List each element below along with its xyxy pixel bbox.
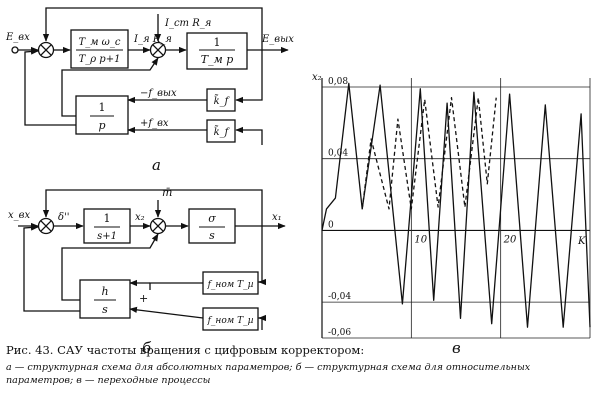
y-tick-label: -0,04	[328, 292, 351, 302]
panel-a-labels: E_вх E_вых T_м ω_c T_ρ p+1 I_я R_я I_ст …	[5, 18, 294, 174]
panel-a-diagram	[11, 7, 289, 145]
block-a2-den: T_м p	[201, 53, 234, 66]
x-tick-label: 20	[503, 234, 517, 245]
chart-ticks: 0,08 0,04 0 -0,04 -0,06 10 20	[328, 77, 517, 338]
summing-junction-b1	[37, 217, 55, 235]
y-tick-label: 0,04	[328, 149, 348, 159]
label-input-b: x_вх	[8, 210, 30, 221]
signal-f-out: −f_вых	[140, 88, 177, 99]
y-tick-label: 0	[328, 220, 334, 230]
block-a3-den: p	[98, 119, 105, 132]
transfer-block-a2	[186, 32, 248, 70]
block-b2-num: σ	[208, 212, 216, 225]
transfer-block-b3	[79, 279, 131, 319]
transfer-block-a3	[75, 95, 129, 135]
label-error-b: δ''	[58, 212, 70, 223]
caption-title: Рис. 43. САУ частоты вращения с цифровым…	[6, 343, 365, 357]
label-output-b: x₁	[272, 212, 282, 223]
block-a2-num: 1	[214, 36, 221, 49]
summing-junction-b2	[149, 217, 167, 235]
block-a1-den: T_ρ p+1	[79, 54, 121, 65]
gain-a2-label: k̃_f	[214, 125, 231, 138]
chart-x-axis-label: K	[577, 236, 586, 247]
panel-b-diagram	[18, 189, 286, 331]
caption-text: а — структурная схема для абсолютных пар…	[6, 362, 531, 386]
gain-b2-label: f_ном T_µ	[207, 316, 254, 326]
signal-mid-a: I_я R_я	[133, 34, 172, 45]
chart-y-axis-label: x₂	[312, 72, 322, 83]
panel-b-labels: x_вх δ'' 1 s+1 x₂ m̄ σ s x₁ h s f_ном T_…	[8, 186, 282, 357]
transient-chart: 0,08 0,04 0 -0,04 -0,06 10 20 x₂ K в	[312, 72, 591, 357]
block-b2-den: s	[209, 229, 215, 242]
block-a1-num: T_м ω_c	[79, 37, 121, 48]
block-a3-num: 1	[99, 101, 106, 114]
block-b3-den: s	[102, 303, 108, 316]
panel-a-letter: а	[152, 156, 161, 174]
series-dashed-line	[361, 97, 497, 210]
y-tick-label: -0,06	[328, 328, 351, 338]
gain-a1-label: k̃_f	[214, 94, 231, 107]
disturbance-b: m̄	[162, 186, 172, 199]
signal-f-in: +f_вх	[140, 118, 169, 129]
block-b1-den: s+1	[97, 231, 117, 242]
x-tick-label: 10	[414, 234, 427, 245]
chart-series	[321, 82, 591, 328]
block-b1-num: 1	[104, 212, 111, 225]
input-terminal-a	[11, 46, 19, 54]
panel-b-letter: б	[142, 339, 152, 357]
transfer-block-a1	[70, 29, 129, 69]
label-input-a: E_вх	[5, 32, 30, 43]
label-output-a: E_вых	[261, 34, 294, 45]
gain-block-b2	[202, 307, 259, 331]
series-solid-line	[321, 82, 591, 328]
gain-b1-label: f_ном T_µ	[207, 280, 254, 290]
y-tick-label: 0,08	[328, 77, 348, 87]
label-x2-b: x₂	[135, 212, 145, 223]
block-b3-num: h	[101, 285, 108, 298]
summing-junction-a1	[37, 41, 55, 59]
disturbance-a: I_ст R_я	[164, 18, 211, 29]
plus-sign-b: +	[139, 292, 148, 305]
gain-block-a2	[206, 119, 236, 143]
panel-c-letter: в	[452, 339, 461, 357]
